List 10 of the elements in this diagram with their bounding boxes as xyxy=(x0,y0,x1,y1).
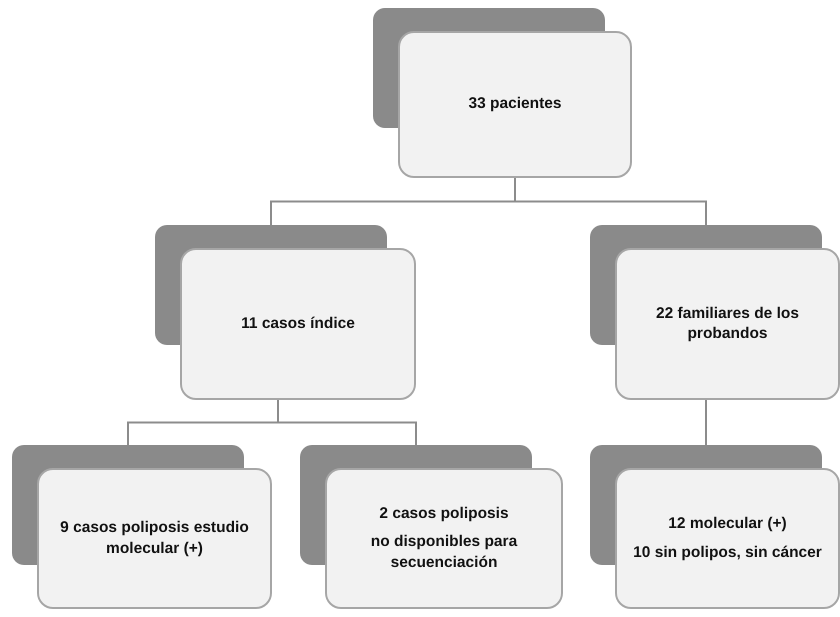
box-text: 2 casos poliposis xyxy=(379,504,509,524)
box-text: 10 sin polipos, sin cáncer xyxy=(633,542,822,562)
connector-line xyxy=(514,178,707,225)
connector-line xyxy=(705,400,707,445)
box-text: 9 casos poliposis estudio molecular (+) xyxy=(59,518,250,558)
box-text: 12 molecular (+) xyxy=(668,514,787,534)
box-text: 33 pacientes xyxy=(468,94,562,114)
box-text: 22 familiares de los probandos xyxy=(654,304,800,344)
box-text: no disponibles para secuenciación xyxy=(370,532,518,573)
box-text: 11 casos índice xyxy=(241,314,355,334)
